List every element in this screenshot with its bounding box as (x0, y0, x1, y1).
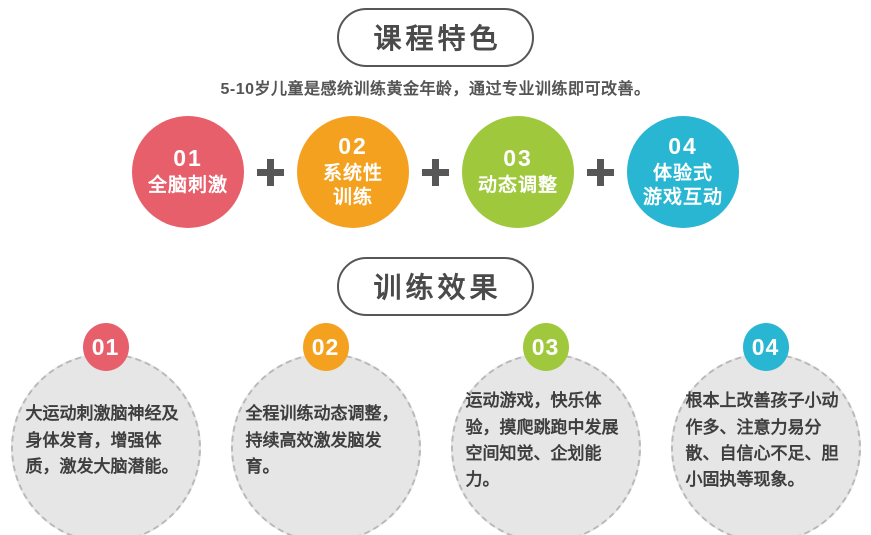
effect-item-4: 04 根本上改善孩子小动作多、注意力易分散、自信心不足、胆小固执等现象。 (670, 323, 861, 535)
effect-text: 根本上改善孩子小动作多、注意力易分散、自信心不足、胆小固执等现象。 (685, 391, 839, 490)
feature-number: 04 (668, 133, 698, 160)
effect-item-1: 01 大运动刺激脑神经及身体发育，增强体质，激发大脑潜能。 (10, 323, 201, 535)
feature-label: 动态调整 (477, 175, 558, 197)
features-subtitle: 5-10岁儿童是感统训练黄金年龄，通过专业训练即可改善。 (220, 81, 651, 98)
feature-label: 系统性 训练 (322, 163, 383, 209)
effect-number-badge: 04 (742, 323, 789, 371)
effects-title-pill: 训练效果 (337, 257, 534, 316)
feature-circle-4: 04 体验式 游戏互动 (627, 116, 739, 228)
feature-label: 体验式 游戏互动 (642, 163, 723, 209)
plus-separator-3 (574, 158, 627, 186)
feature-number: 02 (338, 133, 368, 160)
plus-icon (587, 158, 614, 186)
plus-icon (257, 158, 284, 186)
effects-title: 训练效果 (373, 272, 502, 303)
plus-icon (422, 158, 449, 186)
effect-item-2: 02 全程训练动态调整，持续高效激发脑发育。 (230, 323, 421, 535)
features-title: 课程特色 (373, 23, 502, 54)
feature-number: 03 (503, 144, 533, 171)
plus-separator-2 (409, 158, 462, 186)
effect-number-badge: 02 (302, 323, 349, 371)
effect-text: 大运动刺激脑神经及身体发育，增强体质，激发大脑潜能。 (25, 404, 179, 477)
feature-label: 全脑刺激 (147, 175, 228, 197)
effect-circle: 全程训练动态调整，持续高效激发脑发育。 (230, 353, 421, 535)
feature-circle-2: 02 系统性 训练 (297, 116, 409, 228)
features-row: 01 全脑刺激 02 系统性 训练 03 动态调整 04 (0, 116, 871, 228)
effect-text: 全程训练动态调整，持续高效激发脑发育。 (245, 404, 399, 477)
effect-circle: 大运动刺激脑神经及身体发育，增强体质，激发大脑潜能。 (10, 353, 201, 535)
effect-item-3: 03 运动游戏，快乐体验，摸爬跳跑中发展空间知觉、企划能力。 (450, 323, 641, 535)
effect-text: 运动游戏，快乐体验，摸爬跳跑中发展空间知觉、企划能力。 (465, 391, 619, 490)
plus-separator-1 (244, 158, 297, 186)
features-title-pill: 课程特色 (337, 8, 534, 67)
feature-circle-1: 01 全脑刺激 (132, 116, 244, 228)
section-course-features: 课程特色 5-10岁儿童是感统训练黄金年龄，通过专业训练即可改善。 01 全脑刺… (0, 8, 871, 228)
feature-number: 01 (173, 144, 203, 171)
feature-circle-3: 03 动态调整 (462, 116, 574, 228)
section-training-effects: 训练效果 01 大运动刺激脑神经及身体发育，增强体质，激发大脑潜能。 02 全程… (0, 257, 871, 535)
effect-circle: 根本上改善孩子小动作多、注意力易分散、自信心不足、胆小固执等现象。 (670, 353, 861, 535)
effect-number-badge: 03 (522, 323, 569, 371)
effects-row: 01 大运动刺激脑神经及身体发育，增强体质，激发大脑潜能。 02 全程训练动态调… (0, 323, 871, 535)
effect-circle: 运动游戏，快乐体验，摸爬跳跑中发展空间知觉、企划能力。 (450, 353, 641, 535)
effect-number-badge: 01 (82, 323, 129, 371)
